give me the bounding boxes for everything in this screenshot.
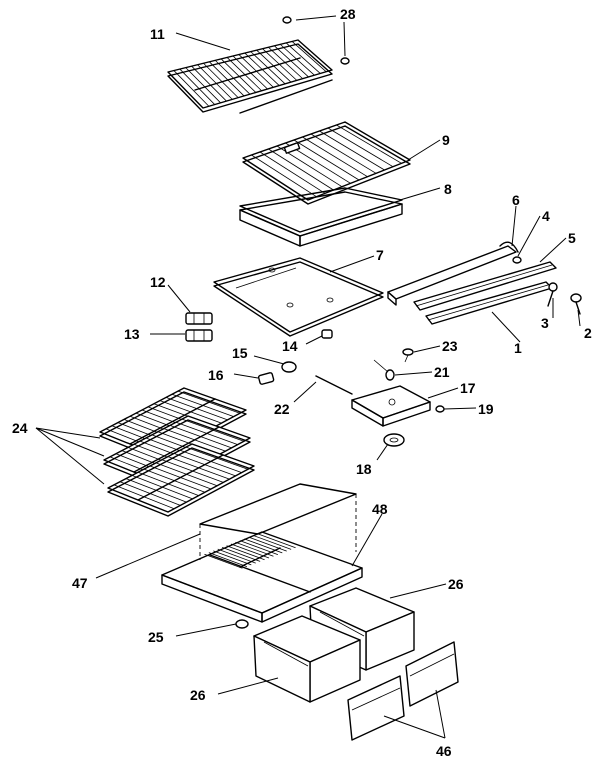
callout-26-left: 26 [190, 687, 206, 703]
callout-11: 11 [150, 26, 165, 42]
part-14-clip [321, 329, 333, 339]
callout-12: 12 [150, 274, 166, 290]
part-46-drawer-front-left [347, 675, 405, 741]
callout-46: 46 [436, 743, 452, 759]
callout-22: 22 [274, 401, 290, 417]
callout-1: 1 [514, 340, 522, 356]
callout-16: 16 [208, 367, 224, 383]
callout-48: 48 [372, 501, 388, 517]
part-48-crisper-frame [161, 531, 363, 623]
part-24-wire-shelves [99, 387, 255, 517]
part-26-crisper-drawer-left [253, 615, 361, 703]
part-8-glass-panel [239, 187, 403, 247]
part-4-cap [512, 256, 522, 264]
callout-9: 9 [442, 132, 450, 148]
callout-labels: 11 28 9 8 6 4 5 7 12 13 14 3 2 1 15 23 1… [12, 6, 592, 759]
part-13-bracket [185, 329, 213, 342]
part-11-wire-shelf [167, 39, 333, 114]
callout-28: 28 [340, 6, 356, 22]
callout-26-right: 26 [448, 576, 464, 592]
part-47-crisper-cover [199, 483, 357, 560]
part-46-drawer-front-right [405, 641, 459, 707]
callout-17: 17 [460, 380, 476, 396]
part-25-roller [235, 619, 249, 629]
callout-3: 3 [541, 315, 549, 331]
callout-8: 8 [444, 181, 452, 197]
callout-25: 25 [148, 629, 164, 645]
callout-15: 15 [232, 345, 248, 361]
callout-23: 23 [442, 338, 458, 354]
callout-13: 13 [124, 326, 140, 342]
part-19-screw [435, 405, 445, 413]
part-7-shelf-plate [213, 257, 384, 337]
part-12-bracket [185, 312, 213, 325]
callout-4: 4 [542, 208, 550, 224]
part-6-rail [387, 241, 519, 306]
part-2-screw [570, 293, 582, 315]
part-9-shelf-frame [242, 121, 411, 205]
callout-24: 24 [12, 420, 28, 436]
part-23-grommet [402, 348, 414, 363]
part-3-screw [547, 282, 558, 307]
callout-6: 6 [512, 192, 520, 208]
part-28-shelf-pins [282, 16, 350, 65]
callout-5: 5 [568, 230, 576, 246]
part-21-knob [373, 359, 395, 381]
part-22-rod [315, 375, 353, 395]
part-18-dial [383, 433, 405, 447]
part-5-rail [413, 261, 557, 311]
callout-19: 19 [478, 401, 494, 417]
callout-2: 2 [584, 325, 592, 341]
part-16-lamp-socket [257, 372, 275, 385]
callout-14: 14 [282, 338, 298, 354]
callout-21: 21 [434, 364, 450, 380]
callout-18: 18 [356, 461, 372, 477]
callout-7: 7 [376, 247, 384, 263]
leader-lines [35, 15, 581, 739]
part-17-control-housing [351, 385, 431, 427]
callout-47: 47 [72, 575, 88, 591]
part-15-lamp-bulb [281, 361, 297, 373]
